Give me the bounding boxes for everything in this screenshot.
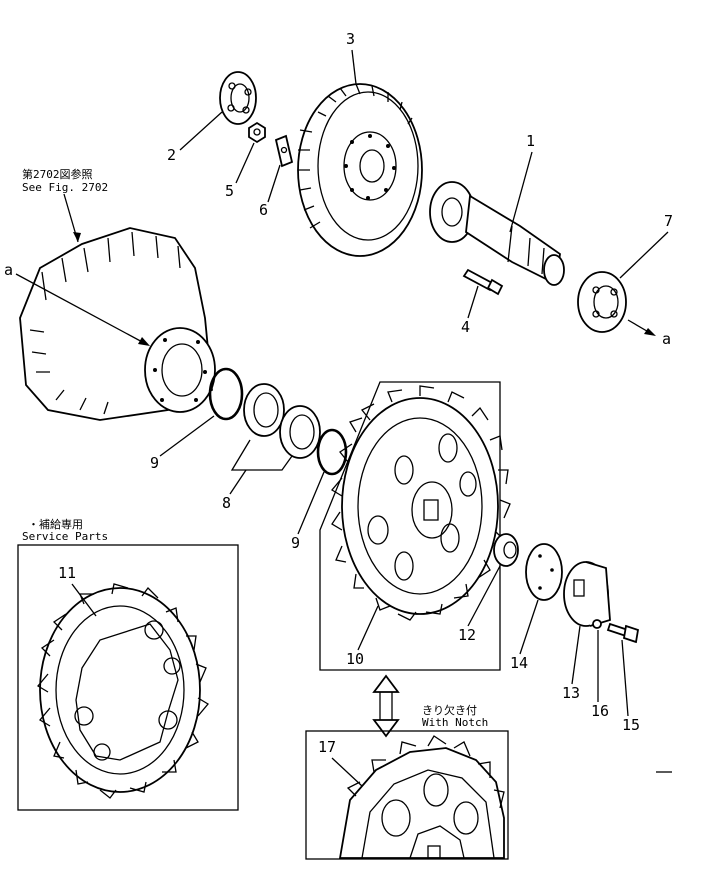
lock-plate-6	[274, 134, 294, 168]
nut-5	[248, 121, 266, 144]
service-parts-box	[17, 544, 239, 811]
leader-1	[509, 151, 533, 233]
cover-13	[563, 561, 611, 627]
see-fig-arrowhead	[73, 232, 81, 242]
see-fig-jp: 第2702図参照	[22, 167, 93, 181]
callout-4: 4	[461, 318, 470, 336]
bolt-4	[462, 268, 504, 296]
ref-a-left-line	[15, 273, 147, 345]
bearing-7	[577, 271, 627, 333]
sprocket-10	[331, 385, 511, 621]
callout-7: 7	[664, 212, 673, 230]
callout-10: 10	[346, 650, 364, 668]
service-parts-en: Service Parts	[22, 530, 108, 543]
washer-16	[592, 619, 602, 629]
callout-14: 14	[510, 654, 528, 672]
callout-17: 17	[318, 738, 336, 756]
leader-7	[619, 231, 669, 279]
ref-a-right-arrowhead	[644, 328, 656, 336]
with-notch-double-arrow	[372, 674, 400, 738]
callout-2: 2	[167, 146, 176, 164]
callout-12: 12	[458, 626, 476, 644]
service-parts-jp: ・補給専用	[28, 517, 83, 531]
leader-14	[519, 599, 539, 655]
leader-9-left	[159, 415, 215, 457]
bolt-15	[606, 622, 640, 644]
ring-gear-3	[297, 83, 423, 257]
leader-9-right	[297, 471, 325, 535]
collar-12	[493, 533, 519, 567]
leader-6	[267, 164, 281, 203]
see-fig-en: See Fig. 2702	[22, 181, 108, 194]
o-ring-9-left	[208, 367, 244, 421]
leader-10	[357, 605, 379, 651]
bearing-2	[219, 71, 257, 125]
callout-1: 1	[526, 132, 535, 150]
callout-13: 13	[562, 684, 580, 702]
bracket-8	[230, 439, 293, 471]
ref-a-left: a	[4, 261, 13, 279]
leader-8	[229, 469, 247, 495]
with-notch-en: With Notch	[422, 716, 488, 729]
callout-5: 5	[225, 182, 234, 200]
callout-6: 6	[259, 201, 268, 219]
with-notch-box	[305, 730, 509, 860]
with-notch-jp: きり欠き付	[422, 703, 477, 717]
callout-9-right: 9	[291, 534, 300, 552]
leader-12	[467, 565, 501, 627]
final-drive-housing	[19, 227, 216, 421]
seal-8a	[243, 383, 285, 437]
leader-4	[467, 285, 479, 319]
callout-15: 15	[622, 716, 640, 734]
leader-2	[179, 111, 223, 151]
seal-8b	[279, 405, 321, 459]
ref-a-right: a	[662, 330, 671, 348]
callout-9-left: 9	[150, 454, 159, 472]
sprocket-11	[37, 583, 209, 799]
shim-14	[525, 543, 563, 601]
o-ring-9-right	[316, 428, 348, 476]
callout-3: 3	[346, 30, 355, 48]
shaft-1	[429, 181, 565, 286]
callout-8: 8	[222, 494, 231, 512]
sprocket-17	[338, 735, 505, 859]
leader-17	[331, 757, 363, 787]
callout-16: 16	[591, 702, 609, 720]
leader-3	[351, 49, 357, 85]
callout-11: 11	[58, 564, 76, 582]
leader-5	[235, 142, 255, 184]
leader-15	[621, 639, 629, 717]
ref-a-left-arrowhead	[138, 337, 150, 346]
leader-13	[571, 625, 581, 685]
leader-11	[71, 583, 97, 617]
